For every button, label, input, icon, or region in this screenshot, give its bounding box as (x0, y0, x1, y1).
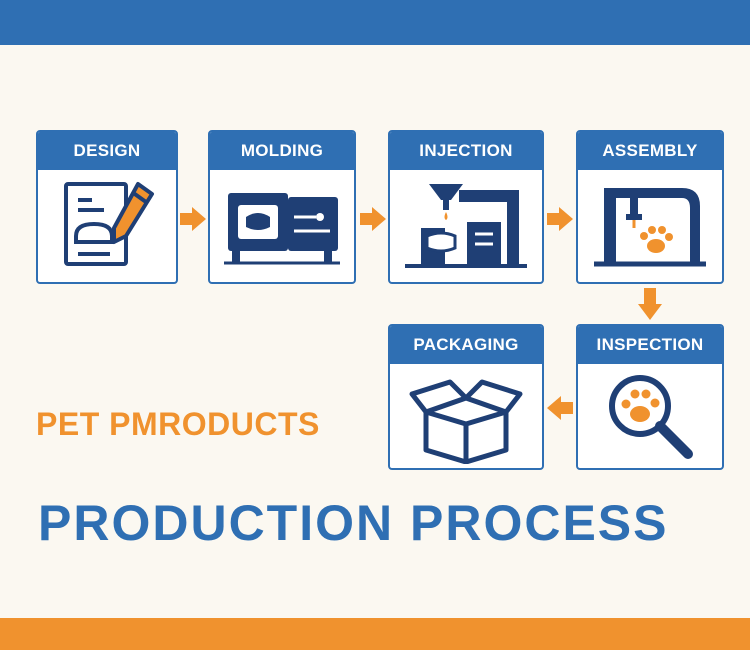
step-label-molding: MOLDING (210, 132, 354, 170)
step-label-assembly: ASSEMBLY (578, 132, 722, 170)
injection-machine-icon (405, 184, 527, 268)
arrow-design-to-molding (180, 207, 206, 231)
step-label-injection: INJECTION (390, 132, 542, 170)
step-card-molding: MOLDING (208, 130, 356, 284)
step-card-design: DESIGN (36, 130, 178, 284)
subtitle: PET PMRODUCTS (36, 406, 320, 442)
step-card-inspection: INSPECTION (576, 324, 724, 470)
molding-machine-icon (224, 193, 340, 265)
magnifier-paw-icon (609, 375, 693, 459)
step-label-packaging: PACKAGING (390, 326, 542, 364)
arrow-injection-to-assembly (547, 207, 573, 231)
top-banner (0, 0, 750, 45)
step-label-design: DESIGN (38, 132, 176, 170)
step-card-packaging: PACKAGING (388, 324, 544, 470)
arrow-molding-to-injection (360, 207, 386, 231)
bottom-banner (0, 618, 750, 650)
step-label-inspection: INSPECTION (578, 326, 722, 364)
open-box-icon (409, 379, 523, 464)
design-pencil-icon (64, 182, 154, 266)
arrow-inspection-to-packaging (547, 396, 573, 420)
step-card-assembly: ASSEMBLY (576, 130, 724, 284)
arrow-assembly-to-inspection (638, 288, 662, 320)
step-card-injection: INJECTION (388, 130, 544, 284)
page-title: PRODUCTION PROCESS (38, 495, 669, 551)
assembly-machine-icon (594, 188, 706, 267)
